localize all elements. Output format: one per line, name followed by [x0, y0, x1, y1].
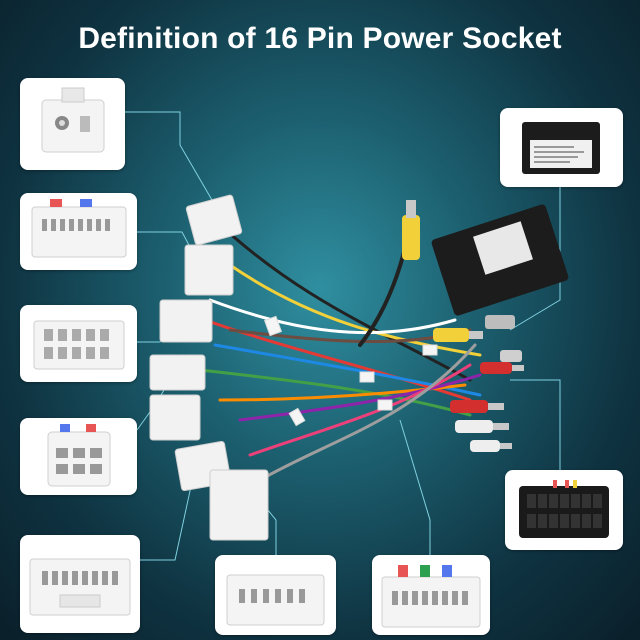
decoder-box-detail	[500, 108, 623, 187]
connector-detail-1	[20, 78, 125, 170]
connector-detail-3	[20, 305, 137, 382]
connector-detail-4	[20, 418, 137, 495]
page-title: Definition of 16 Pin Power Socket	[78, 22, 562, 55]
connector-detail-5	[20, 535, 140, 633]
socket-16-pin-detail	[505, 470, 623, 550]
connector-detail-7	[372, 555, 490, 635]
connector-detail-6	[215, 555, 336, 635]
connector-detail-2	[20, 193, 137, 270]
